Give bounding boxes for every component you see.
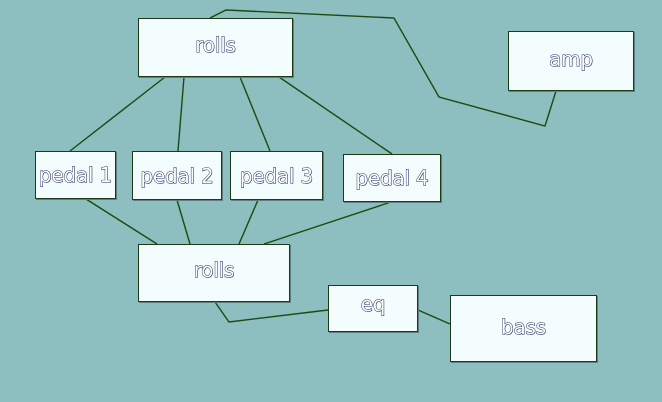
wire-pedal-1-to-rolls[interactable] — [85, 198, 158, 245]
wire-rolls-to-pedal-4[interactable] — [278, 76, 393, 155]
wire-pedal-4-to-rolls[interactable] — [263, 201, 392, 245]
pedal-3-node[interactable]: pedal 3 — [230, 151, 323, 200]
bass-label: bass — [501, 314, 547, 339]
wire-rolls-to-amp[interactable] — [209, 9, 557, 127]
rolls-top-node[interactable]: rolls — [138, 18, 293, 77]
pedal-1-node[interactable]: pedal 1 — [35, 151, 116, 199]
rolls-bottom-label: rolls — [193, 258, 235, 283]
rolls-top-label: rolls — [195, 32, 237, 57]
pedal-4-label: pedal 4 — [355, 166, 429, 191]
amp-node[interactable]: amp — [508, 31, 634, 91]
pedal-2-node[interactable]: pedal 2 — [132, 151, 222, 200]
bass-node[interactable]: bass — [450, 295, 597, 362]
amp-label: amp — [549, 47, 594, 72]
wire-pedal-2-to-rolls[interactable] — [176, 199, 191, 245]
eq-node[interactable]: eq — [328, 285, 418, 332]
pedal-2-label: pedal 2 — [140, 163, 214, 188]
rolls-bottom-node[interactable]: rolls — [138, 244, 290, 302]
wire-rolls-to-pedal-1[interactable] — [69, 76, 166, 152]
pedal-3-label: pedal 3 — [239, 163, 314, 188]
pedal-4-node[interactable]: pedal 4 — [343, 154, 441, 202]
wire-pedal-3-to-rolls[interactable] — [238, 199, 259, 245]
wire-eq-to-bass[interactable] — [417, 309, 451, 325]
pedal-1-label: pedal 1 — [38, 163, 113, 188]
wire-rolls-to-eq[interactable] — [214, 301, 329, 323]
wire-rolls-to-pedal-2[interactable] — [177, 76, 185, 152]
eq-label: eq — [360, 291, 386, 316]
wire-rolls-to-pedal-3[interactable] — [239, 76, 271, 152]
